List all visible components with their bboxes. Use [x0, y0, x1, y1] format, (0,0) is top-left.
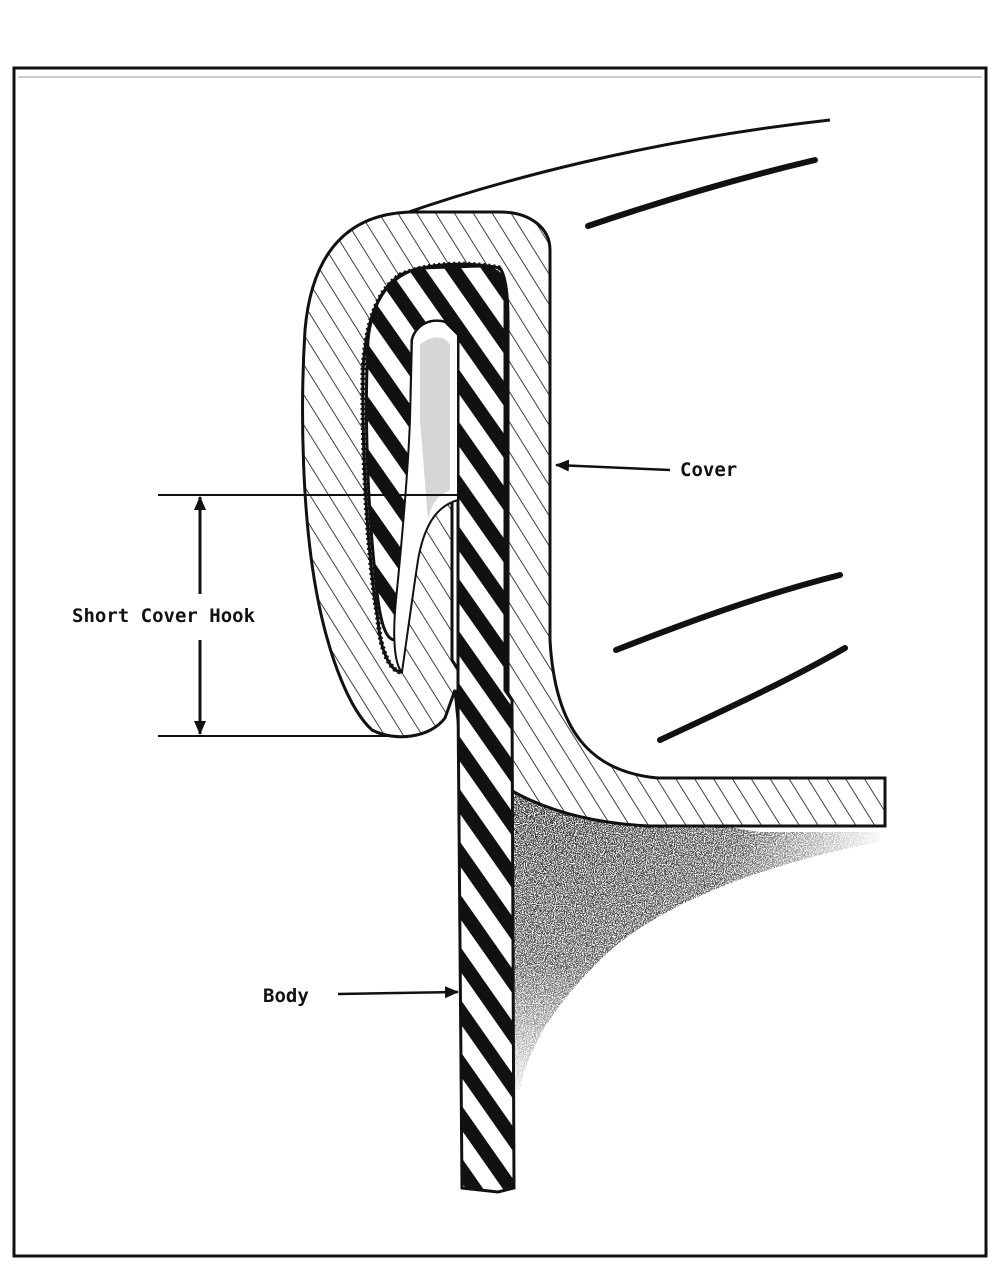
cover-streak-1 [585, 157, 818, 229]
body-label: Body [263, 985, 309, 1007]
body-leader-arrow [337, 986, 459, 999]
cover-label: Cover [680, 459, 737, 481]
cover-leader-arrow [555, 459, 671, 472]
cover-top-surface [399, 118, 831, 217]
hook-slot-shading [420, 337, 450, 520]
short-cover-hook-label: Short Cover Hook [72, 605, 256, 627]
page-frame [12, 66, 988, 1258]
cover-streak-3 [657, 645, 848, 743]
cover-streak-2 [613, 572, 843, 653]
